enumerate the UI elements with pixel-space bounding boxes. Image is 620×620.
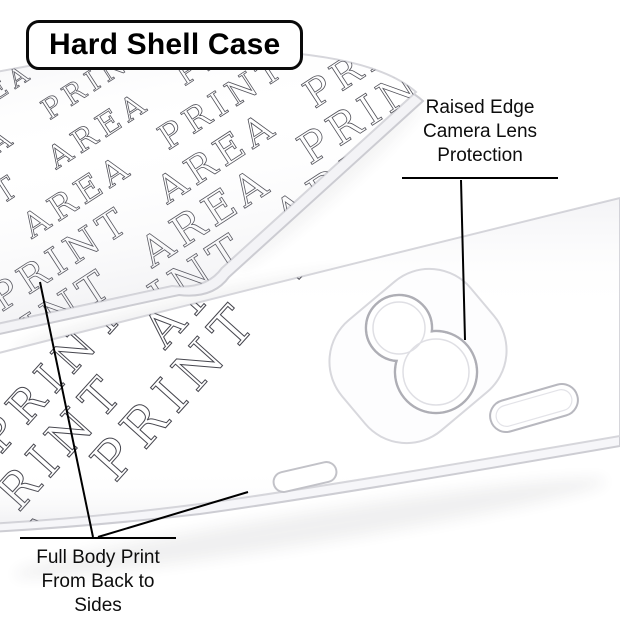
port-cutout <box>272 461 338 493</box>
full-body-print-callout-line1: Full Body Print <box>36 547 160 568</box>
camera-lens-ring-bottom <box>402 338 470 406</box>
camera-lens-hole-bottom-fill <box>396 332 476 412</box>
camera-leader-line <box>460 179 466 341</box>
camera-callout-line2: Camera Lens <box>422 121 538 142</box>
title-badge-label: Hard Shell Case <box>49 28 281 61</box>
case-shadow <box>13 478 607 578</box>
camera-callout: Raised Edge Camera Lens Protection <box>402 96 558 179</box>
camera-callout-line3: Protection <box>437 145 523 166</box>
full-body-print-callout-line3: Sides <box>74 595 122 616</box>
camera-lens-ring-top <box>372 301 426 355</box>
camera-lens-cutout <box>364 293 479 415</box>
camera-bar-cutout <box>489 383 579 433</box>
body-print-leader-line-right <box>97 491 249 538</box>
full-body-print-callout-line2: From Back to <box>41 571 155 592</box>
body-print-leader-line-left <box>39 281 94 538</box>
full-body-print-callout: Full Body Print From Back to Sides <box>20 537 176 618</box>
camera-lens-hole-bottom <box>393 329 479 415</box>
camera-callout-line1: Raised Edge <box>425 97 535 118</box>
title-badge: Hard Shell Case <box>26 20 304 70</box>
